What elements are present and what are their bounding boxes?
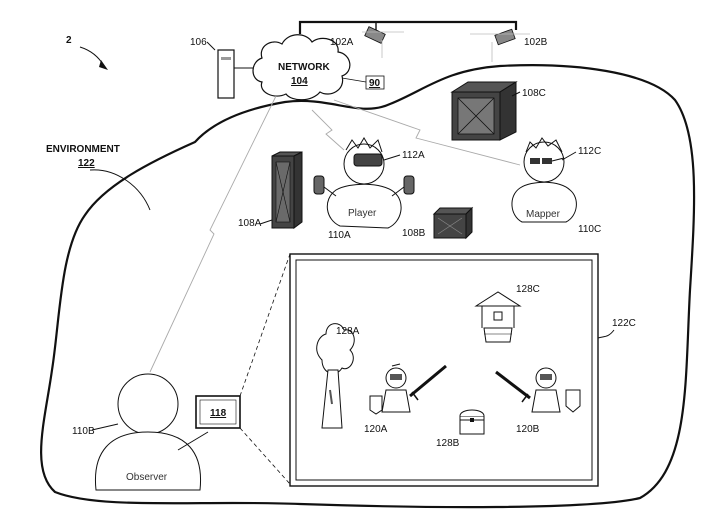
- headset-a-ref: 112A: [402, 150, 425, 161]
- observer-name: Observer: [126, 472, 168, 483]
- camera-b-ref: 102B: [524, 37, 548, 48]
- object-c-leader: [511, 91, 521, 97]
- figure-number: 2: [66, 35, 72, 46]
- display-ref: 122C: [612, 318, 636, 329]
- chest-ref: 128B: [436, 438, 460, 449]
- projection-line-top: [239, 253, 291, 397]
- server-leader: [206, 41, 216, 51]
- environment-boundary: [40, 64, 696, 509]
- mapper-figure: [511, 137, 577, 223]
- environment-leader: [89, 169, 151, 211]
- environment-ref: 122: [78, 158, 95, 169]
- network-cloud: [252, 34, 351, 101]
- network-ref: 104: [291, 76, 308, 87]
- wireless-link-observer: [149, 95, 277, 373]
- mapper-ref: 110C: [578, 224, 601, 235]
- virtual-chest: [459, 409, 485, 435]
- projection-line-bottom: [239, 427, 291, 485]
- box-90: [365, 75, 385, 90]
- display-leader: [597, 329, 615, 339]
- virtual-tree: [316, 323, 355, 429]
- virtual-knight-a: [369, 363, 447, 415]
- tree-ref: 128A: [336, 326, 360, 337]
- observer-leader: [91, 423, 119, 431]
- player-ref: 110A: [328, 230, 351, 241]
- object-a-ref: 108A: [238, 218, 262, 229]
- object-c-icon: [450, 81, 518, 141]
- wireless-link-mapper: [333, 99, 521, 166]
- wireless-link-player: [311, 109, 345, 151]
- network-label: NETWORK: [278, 62, 330, 73]
- headset-a-leader: [383, 154, 401, 161]
- knight-a-ref: 120A: [364, 424, 388, 435]
- well-ref: 128C: [516, 284, 540, 295]
- knight-b-ref: 120B: [516, 424, 540, 435]
- virtual-well: [474, 291, 522, 343]
- headset-c-leader: [561, 151, 577, 161]
- virtual-knight-b: [495, 367, 581, 413]
- server-ref: 106: [190, 37, 207, 48]
- object-c-ref: 108C: [522, 88, 546, 99]
- camera-a-ref: 102A: [330, 37, 354, 48]
- object-b-ref: 108B: [402, 228, 426, 239]
- tablet-ref: 118: [210, 408, 227, 419]
- observer-figure: [94, 373, 209, 491]
- object-b-icon: [432, 206, 474, 240]
- mapper-name: Mapper: [526, 209, 561, 220]
- box-90-label: 90: [369, 78, 381, 89]
- object-a-icon: [271, 151, 303, 229]
- camera-wire: [298, 20, 518, 34]
- server-icon: [217, 49, 235, 99]
- headset-c-ref: 112C: [578, 146, 601, 157]
- object-a-leader: [259, 219, 273, 225]
- camera-a-icon: [362, 22, 404, 58]
- environment-label: ENVIRONMENT: [46, 144, 120, 155]
- observer-ref: 110B: [72, 426, 95, 437]
- player-figure: [313, 137, 415, 229]
- camera-b-icon: [470, 28, 530, 62]
- figure-arrowhead: [99, 60, 108, 70]
- player-name: Player: [348, 208, 377, 219]
